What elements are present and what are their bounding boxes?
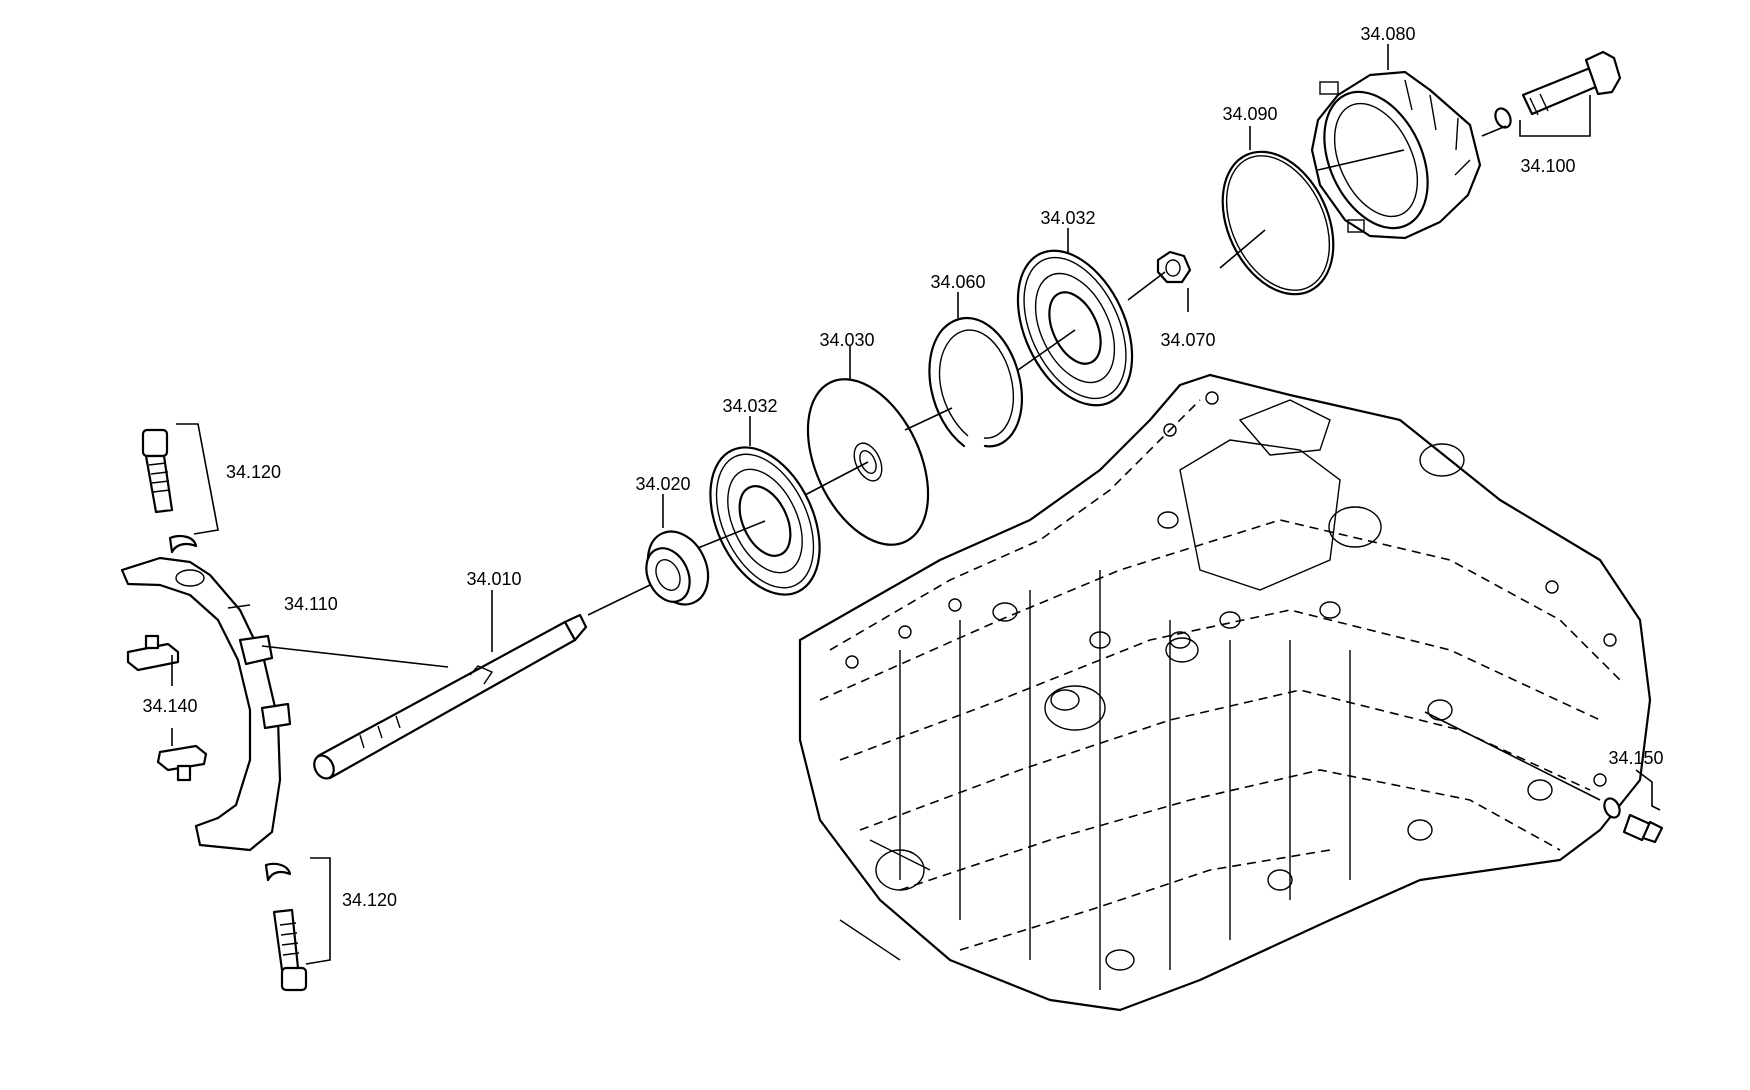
drain-plug xyxy=(1603,797,1664,844)
shift-fork xyxy=(120,556,292,852)
seal-ring-upper xyxy=(1016,249,1134,407)
label-34-120-upper: 34.120 xyxy=(226,462,281,482)
bushing xyxy=(645,530,710,606)
o-ring xyxy=(1221,150,1335,296)
label-34-120-lower: 34.120 xyxy=(342,890,397,910)
bolt-with-washer xyxy=(1494,50,1622,129)
shift-rail xyxy=(313,613,588,780)
label-34-032-upper: 34.032 xyxy=(1040,208,1095,228)
lower-fork-bolt xyxy=(264,862,308,992)
label-34-110: 34.110 xyxy=(284,594,338,614)
cover-housing xyxy=(1310,70,1482,240)
label-34-020: 34.020 xyxy=(635,474,690,494)
assembly-lines xyxy=(261,125,1601,801)
callout-leaders xyxy=(171,44,1661,965)
label-34-060: 34.060 xyxy=(930,272,985,292)
snap-ring xyxy=(928,317,1023,448)
label-34-070: 34.070 xyxy=(1160,330,1215,350)
label-34-150: 34.150 xyxy=(1608,748,1663,768)
gearbox-housing xyxy=(798,373,1652,1012)
upper-fork-bolt xyxy=(141,428,198,554)
label-34-140: 34.140 xyxy=(142,696,197,716)
label-34-090: 34.090 xyxy=(1222,104,1277,124)
hex-nut xyxy=(1156,250,1192,284)
label-34-032-lower: 34.032 xyxy=(722,396,777,416)
label-34-030: 34.030 xyxy=(819,330,874,350)
sliding-blocks xyxy=(126,634,208,782)
label-34-100: 34.100 xyxy=(1520,156,1575,176)
label-34-080: 34.080 xyxy=(1360,24,1415,44)
callout-labels: 34.080 34.090 34.100 34.032 34.060 34.07… xyxy=(142,24,1663,910)
label-34-010: 34.010 xyxy=(466,569,521,589)
